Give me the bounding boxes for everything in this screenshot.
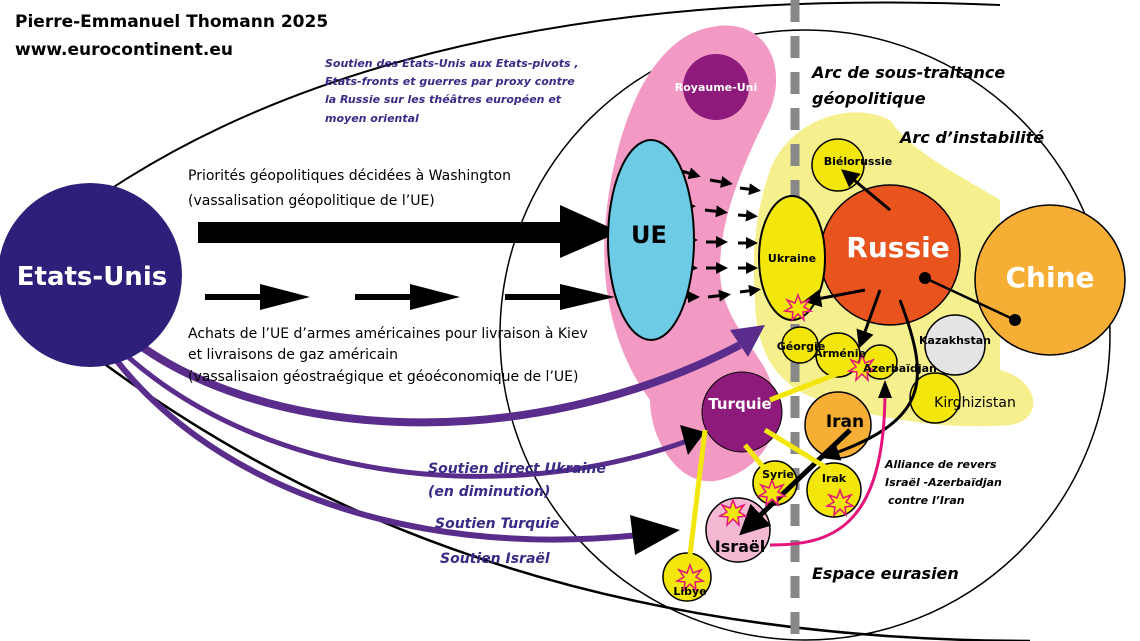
kazakhstan-label: Kazakhstan (919, 334, 991, 347)
alliance-label: Alliance de revers (884, 458, 997, 471)
purchases-text-3: (vassalisaion géostraégique et géoéconom… (188, 369, 578, 385)
support-ukraine-label: Soutien direct Ukraine (428, 461, 606, 477)
support-ukraine-arrow (117, 326, 742, 427)
dot (919, 272, 931, 284)
israel-azerbaijan-arrow (769, 389, 887, 547)
usa-circle[interactable] (0, 183, 182, 367)
alliance-label-2: Israël -Azerbaïdjan (885, 476, 1002, 489)
kyrgyzstan-circle[interactable] (909, 372, 961, 424)
russia-iran-arrow (821, 299, 919, 461)
eu-ellipse[interactable] (607, 139, 695, 341)
alliance-label-3: contre l’Iran (888, 494, 965, 507)
purchases-text: Achats de l’UE d’armes américaines pour … (188, 326, 588, 342)
georgia-label: Géorgie (777, 340, 826, 353)
armenia-circle[interactable] (815, 332, 861, 378)
arc-subcontract-label-2: géopolitique (812, 89, 926, 108)
arrowhead (680, 425, 705, 455)
iraq-label: Irak (822, 472, 847, 485)
arc-subcontract-label: Arc de sous-traitance (810, 63, 1005, 82)
russia-armenia-arrow (856, 289, 882, 349)
belarus-label: Biélorussie (824, 155, 893, 168)
turkey-yellow-arrows (687, 362, 861, 556)
support-israel-label: Soutien Israël (440, 551, 550, 567)
svg-text:la Russie sur les théâtres eur: la Russie sur les théâtres européen et (325, 93, 562, 106)
conflict-star-icons (674, 292, 878, 593)
arc-instability-label: Arc d’instabilité (898, 128, 1044, 147)
usa-label: Etats-Unis (17, 262, 167, 292)
svg-text:Etats-fronts et guerres par pr: Etats-fronts et guerres par proxy contre (325, 75, 575, 88)
support-turkey-label: Soutien Turquie (435, 516, 559, 532)
purchases-text-2: et livraisons de gaz américain (188, 347, 398, 363)
syria-label: Syrie (762, 468, 794, 481)
libya-label: Libye (673, 585, 706, 598)
support-caption: Soutien des Etats-Unis aux Etats-pivots … (325, 57, 579, 125)
lens-outline-bottom (59, 329, 1031, 641)
azerbaijan-label: Azerbaïdjan (863, 362, 937, 375)
svg-text:moyen oriental: moyen oriental (325, 112, 419, 125)
turkey-circle[interactable] (701, 371, 783, 453)
eurasian-space-label: Espace eurasien (812, 564, 959, 583)
country-labels: Etats-Unis UE Royaume-Uni Biélorussie Uk… (17, 81, 1095, 598)
kazakhstan-circle[interactable] (924, 314, 986, 376)
priorities-text-2: (vassalisation géopolitique de l’UE) (188, 193, 435, 209)
iran-israel-arrow (739, 428, 852, 536)
priorities-text: Priorités géopolitiques décidées à Washi… (188, 168, 511, 184)
priorities-arrow (198, 205, 620, 258)
uk-label: Royaume-Uni (675, 81, 757, 94)
russia-label: Russie (846, 231, 949, 264)
kyrgyzstan-label: Kirghizistan (934, 395, 1016, 411)
purchases-arrows (205, 284, 615, 310)
iran-label: Iran (826, 412, 864, 432)
support-israel-arrow (102, 343, 641, 543)
turkey-label: Turquie (708, 395, 771, 413)
israel-label: Israël (715, 537, 766, 556)
support-turkey-arrow (108, 338, 691, 479)
russia-belarus-arrow (841, 169, 891, 212)
author-text: Pierre-Emmanuel Thomann 2025 (15, 12, 328, 32)
arrowhead (730, 325, 765, 357)
china-label: Chine (1005, 261, 1094, 294)
ukraine-label: Ukraine (768, 252, 816, 265)
eu-label: UE (631, 221, 667, 249)
support-ukraine-label-2: (en diminution) (428, 484, 550, 500)
eurasia-circle (499, 29, 1111, 641)
russia-china-link (924, 276, 1016, 322)
armenia-label: Arménie (814, 347, 866, 360)
arrowhead (630, 515, 680, 555)
uk-circle[interactable] (683, 54, 749, 120)
arrowhead (878, 380, 892, 398)
svg-text:Soutien des Etats-Unis aux Eta: Soutien des Etats-Unis aux Etats-pivots … (325, 57, 579, 70)
website-link[interactable]: www.eurocontinent.eu (15, 40, 233, 60)
lens-outline-top (59, 1, 1001, 226)
dot (1009, 314, 1021, 326)
russia-ukraine-arrow (803, 288, 866, 308)
